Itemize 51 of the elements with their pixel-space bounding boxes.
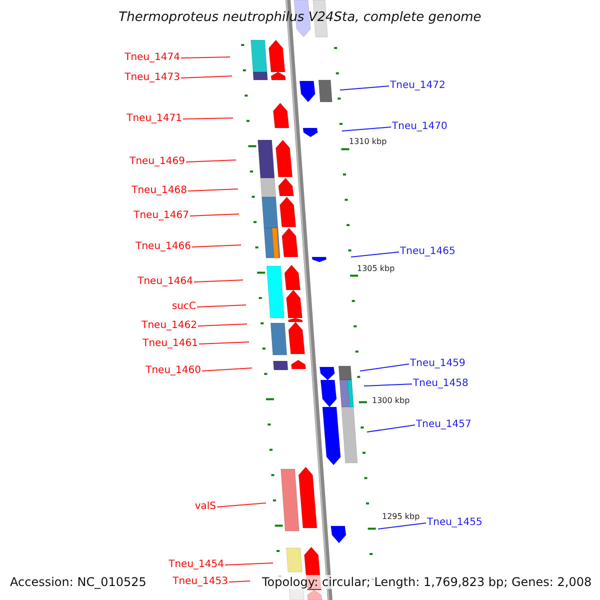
scale-label: 1295 kbp	[382, 512, 420, 521]
gene-label: Tneu_1458	[413, 378, 468, 390]
gene-label: Tneu_1461	[142, 338, 198, 350]
leader-line	[366, 424, 416, 432]
leader-line	[378, 522, 426, 530]
leader-line	[188, 188, 238, 192]
map-title: Thermoproteus neutrophilus V24Sta, complete genome	[118, 10, 482, 25]
leader-line	[186, 160, 236, 162]
gene-label: Tneu_1470	[392, 121, 448, 133]
accession-text: Accession: NC_010525	[10, 575, 146, 589]
gene-label: Tneu_1462	[142, 320, 197, 332]
scale-label: 1310 kbp	[349, 137, 387, 146]
gene-label: Tneu_1474	[124, 52, 180, 64]
gene-label: Tneu_1471	[126, 113, 182, 125]
gene-label: Tneu_1455	[427, 517, 482, 529]
gene-label: Tneu_1468	[132, 185, 187, 197]
gene-label: Tneu_1460	[146, 365, 201, 377]
leader-line	[202, 368, 252, 372]
scale-label: 1305 kbp	[357, 264, 395, 273]
leader-line	[340, 86, 390, 90]
gene-label: Tneu_1454	[168, 559, 224, 571]
gene-label: Tneu_1467	[134, 210, 189, 222]
gene-label: Tneu_1466	[136, 241, 191, 253]
gene-label: Tneu_1465	[400, 246, 456, 258]
leader-line	[180, 56, 230, 58]
leader-line	[196, 304, 246, 308]
gene-label: Tneu_1469	[130, 156, 185, 168]
leader-line	[190, 214, 240, 216]
genome-summary-text: Topology: circular; Length: 1,769,823 bp; Genes: 2,008	[262, 575, 592, 589]
gene-label: Tneu_1457	[416, 419, 472, 431]
gene-label: Tneu_1472	[390, 80, 446, 92]
gene-label: valS	[194, 501, 216, 513]
leader-line	[360, 364, 410, 372]
leader-line	[342, 126, 392, 132]
leader-line	[194, 280, 244, 282]
leader-line	[180, 76, 232, 78]
gene-label: Tneu_1459	[410, 358, 466, 370]
gene-label: Tneu_1464	[138, 276, 193, 288]
leader-line	[364, 384, 412, 386]
leader-line	[228, 580, 250, 582]
leader-line	[198, 324, 248, 326]
leader-line	[182, 118, 234, 120]
gene-label: Tneu_1473	[124, 72, 180, 84]
scale-label: 1300 kbp	[372, 396, 410, 405]
gene-label: Tneu_1453	[172, 576, 228, 588]
leader-line	[192, 244, 242, 248]
leader-line	[198, 342, 250, 344]
leader-line	[216, 502, 266, 508]
leader-line	[350, 252, 400, 258]
leader-line	[224, 562, 274, 566]
gene-label: sucC	[172, 301, 196, 313]
